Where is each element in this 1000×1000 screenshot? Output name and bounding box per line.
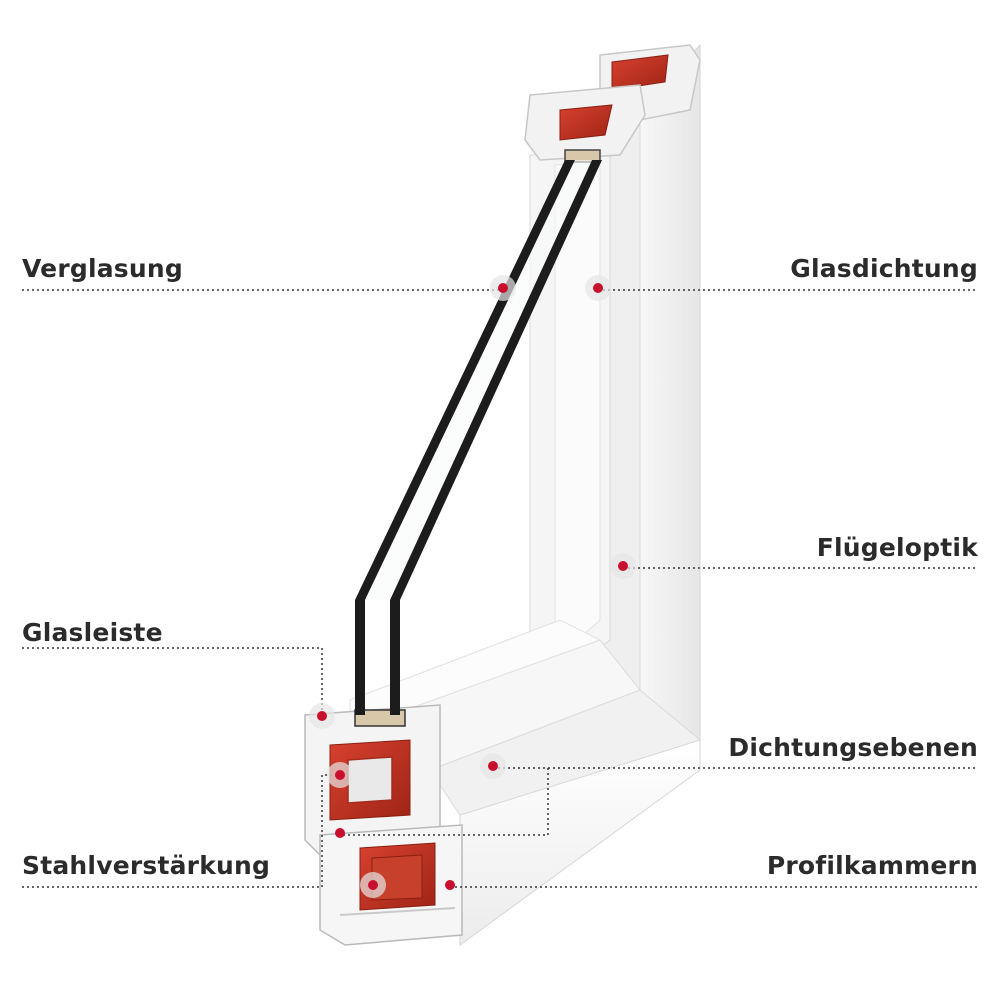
glazing-panes <box>355 160 602 715</box>
marker-dichtung-3 <box>335 828 345 838</box>
label-fluegeloptik: Flügeloptik <box>816 533 978 562</box>
label-verglasung: Verglasung <box>22 254 183 283</box>
marker-profilkammern <box>445 880 455 890</box>
markers <box>309 275 636 898</box>
leader-lines <box>22 289 978 888</box>
label-glasdichtung: Glasdichtung <box>790 254 978 283</box>
label-profilkammern: Profilkammern <box>766 851 978 880</box>
label-dichtungsebenen: Dichtungsebenen <box>728 733 978 762</box>
frame-vertical <box>639 43 701 802</box>
label-stahlverstaerkung: Stahlverstärkung <box>22 851 271 880</box>
label-glasleiste: Glasleiste <box>22 618 163 647</box>
